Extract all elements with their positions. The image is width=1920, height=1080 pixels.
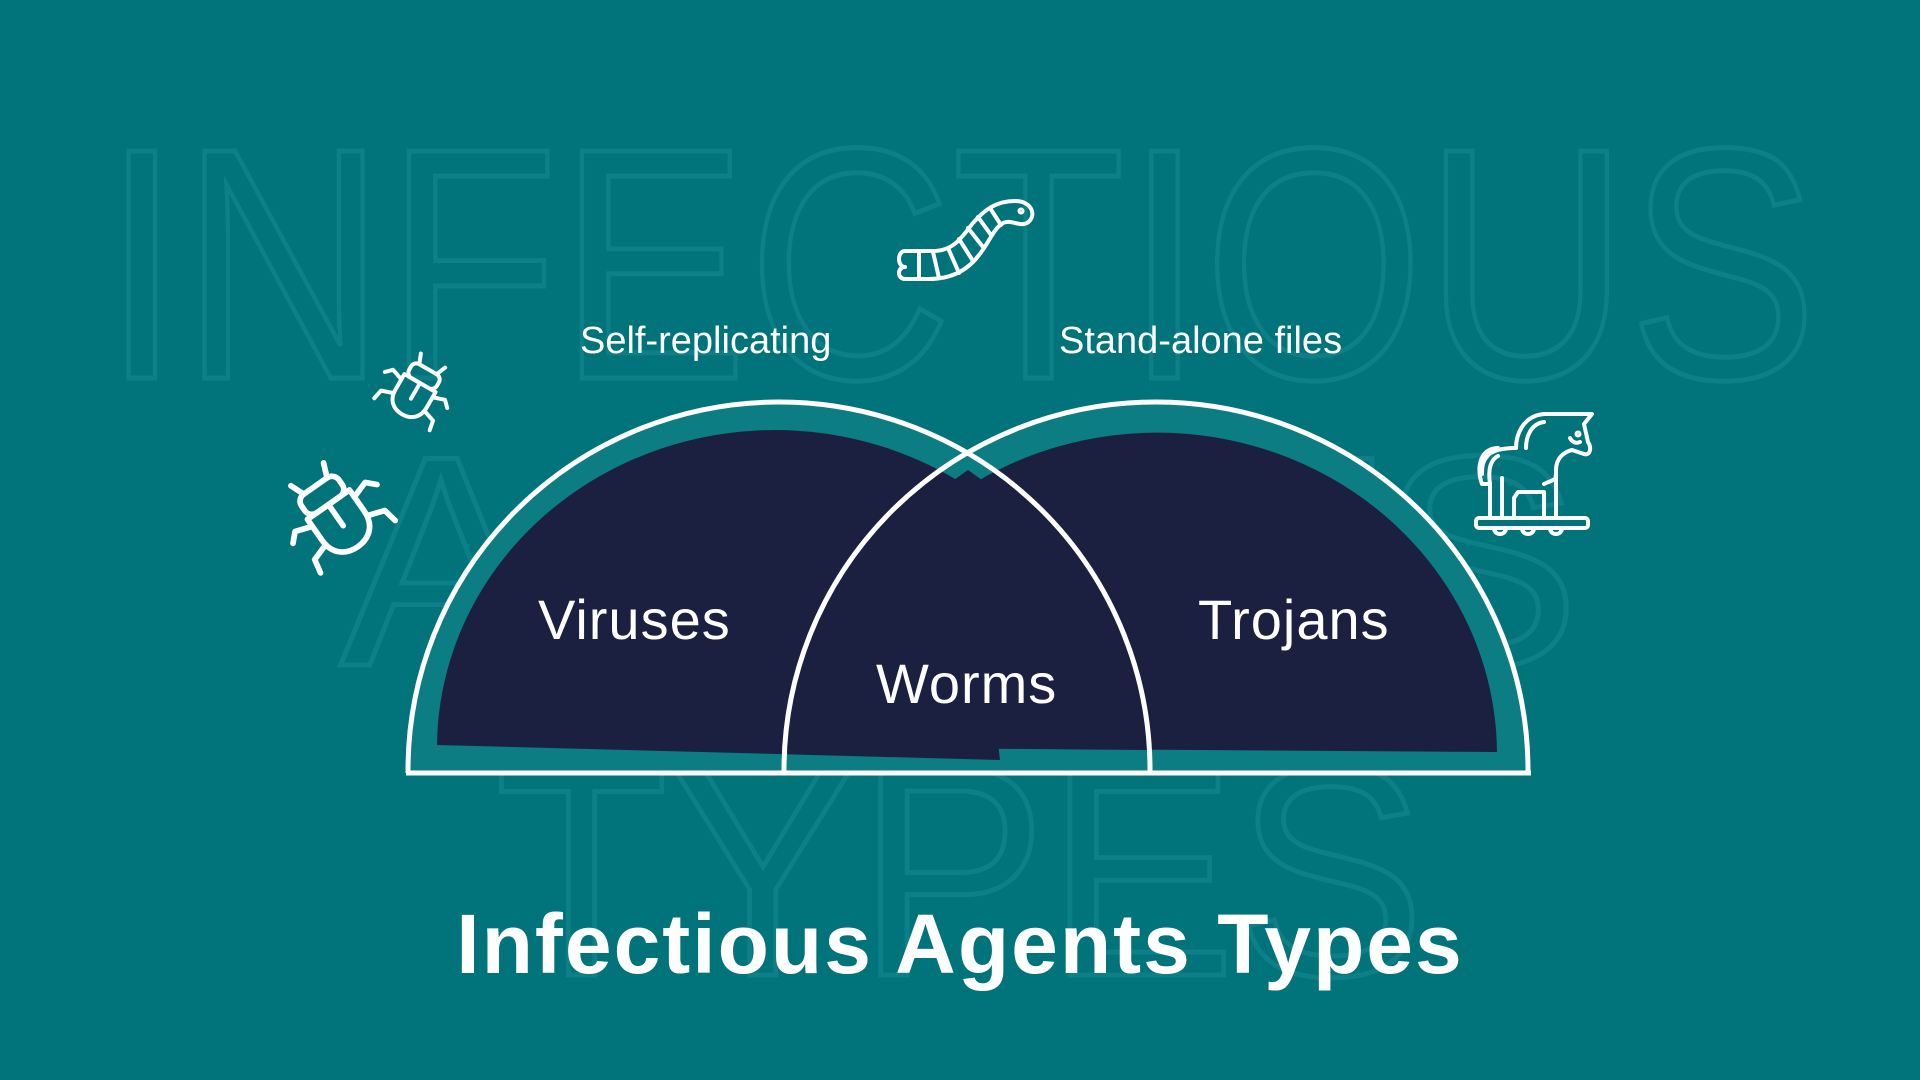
bug-icon-small [372,351,456,433]
left-arch-outline [405,399,1153,773]
trojan-horse-icon [1460,408,1596,540]
viruses-label: Viruses [538,588,731,651]
page-title: Infectious Agents Types [456,897,1464,991]
right-arch-outline [781,399,1531,773]
trojans-label: Trojans [1198,588,1390,651]
center-region-fill [783,470,1150,750]
worms-label: Worms [876,652,1058,715]
worm-icon [893,195,1043,285]
bug-icon-large [278,458,399,576]
right-set-caption: Stand-alone files [1059,320,1343,362]
watermark-line-infectious: INFECTIOUS [103,79,1818,448]
left-set-caption: Self-replicating [580,320,832,362]
